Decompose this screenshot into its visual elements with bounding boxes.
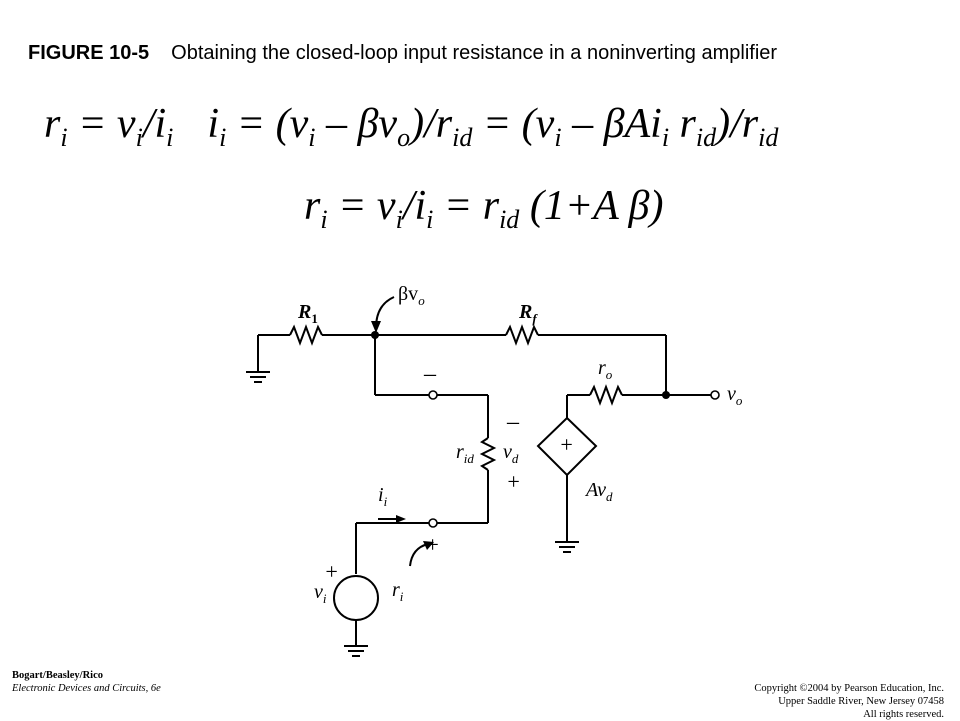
arrow-head-icon	[371, 321, 381, 333]
label-vi: vi	[314, 581, 327, 606]
resistor-ro	[589, 384, 623, 406]
resistor-r1	[289, 324, 323, 346]
equation-line-2: ri = vi/ii = rid (1+A β)	[304, 183, 664, 235]
label-avd: Avd	[584, 479, 613, 504]
noninverting-input-terminal	[428, 518, 438, 528]
label-plus-vd: +	[506, 469, 521, 494]
output-junction-node	[662, 391, 670, 399]
authors: Bogart/Beasley/Rico	[12, 670, 103, 681]
label-minus-vd: –	[506, 409, 520, 435]
label-ri: ri	[392, 579, 404, 604]
copyright-notice: Copyright ©2004 by Pearson Education, In…	[754, 682, 944, 721]
inverting-input-terminal	[428, 390, 438, 400]
figure-caption: FIGURE 10-5 Obtaining the closed-loop inp…	[28, 42, 777, 65]
label-minus-top: –	[423, 361, 437, 387]
figure-title: Obtaining the closed-loop input resistan…	[171, 42, 778, 64]
label-rid: rid	[456, 441, 474, 466]
label-r1: R1	[297, 301, 318, 326]
label-rf: Rf	[518, 301, 538, 326]
arrow-head-icon	[423, 541, 434, 550]
resistor-rf	[505, 324, 539, 346]
label-plus-bottom: +	[425, 532, 440, 557]
label-plus-source: +	[559, 432, 574, 457]
address-line: Upper Saddle River, New Jersey 07458	[778, 696, 944, 707]
ground-bottom-icon	[344, 645, 368, 657]
label-ro: ro	[598, 357, 613, 382]
arrow-head-icon	[396, 515, 406, 523]
figure-number: FIGURE 10-5	[28, 42, 150, 64]
label-beta-vo: βvo	[398, 283, 425, 308]
label-plus-vi: +	[324, 559, 339, 584]
rights-line: All rights reserved.	[863, 709, 944, 720]
ground-left-icon	[246, 335, 270, 383]
output-terminal	[710, 390, 720, 400]
resistor-rid	[479, 437, 497, 471]
label-vo: vo	[727, 383, 743, 408]
label-ii: ii	[378, 484, 388, 509]
copyright-line: Copyright ©2004 by Pearson Education, In…	[754, 683, 944, 694]
label-vd: vd	[503, 441, 519, 466]
source-vi-icon	[333, 575, 379, 621]
book-title: Electronic Devices and Circuits, 6e	[12, 683, 161, 694]
book-credit: Bogart/Beasley/Rico Electronic Devices a…	[12, 669, 161, 695]
ground-source-icon	[555, 541, 579, 553]
